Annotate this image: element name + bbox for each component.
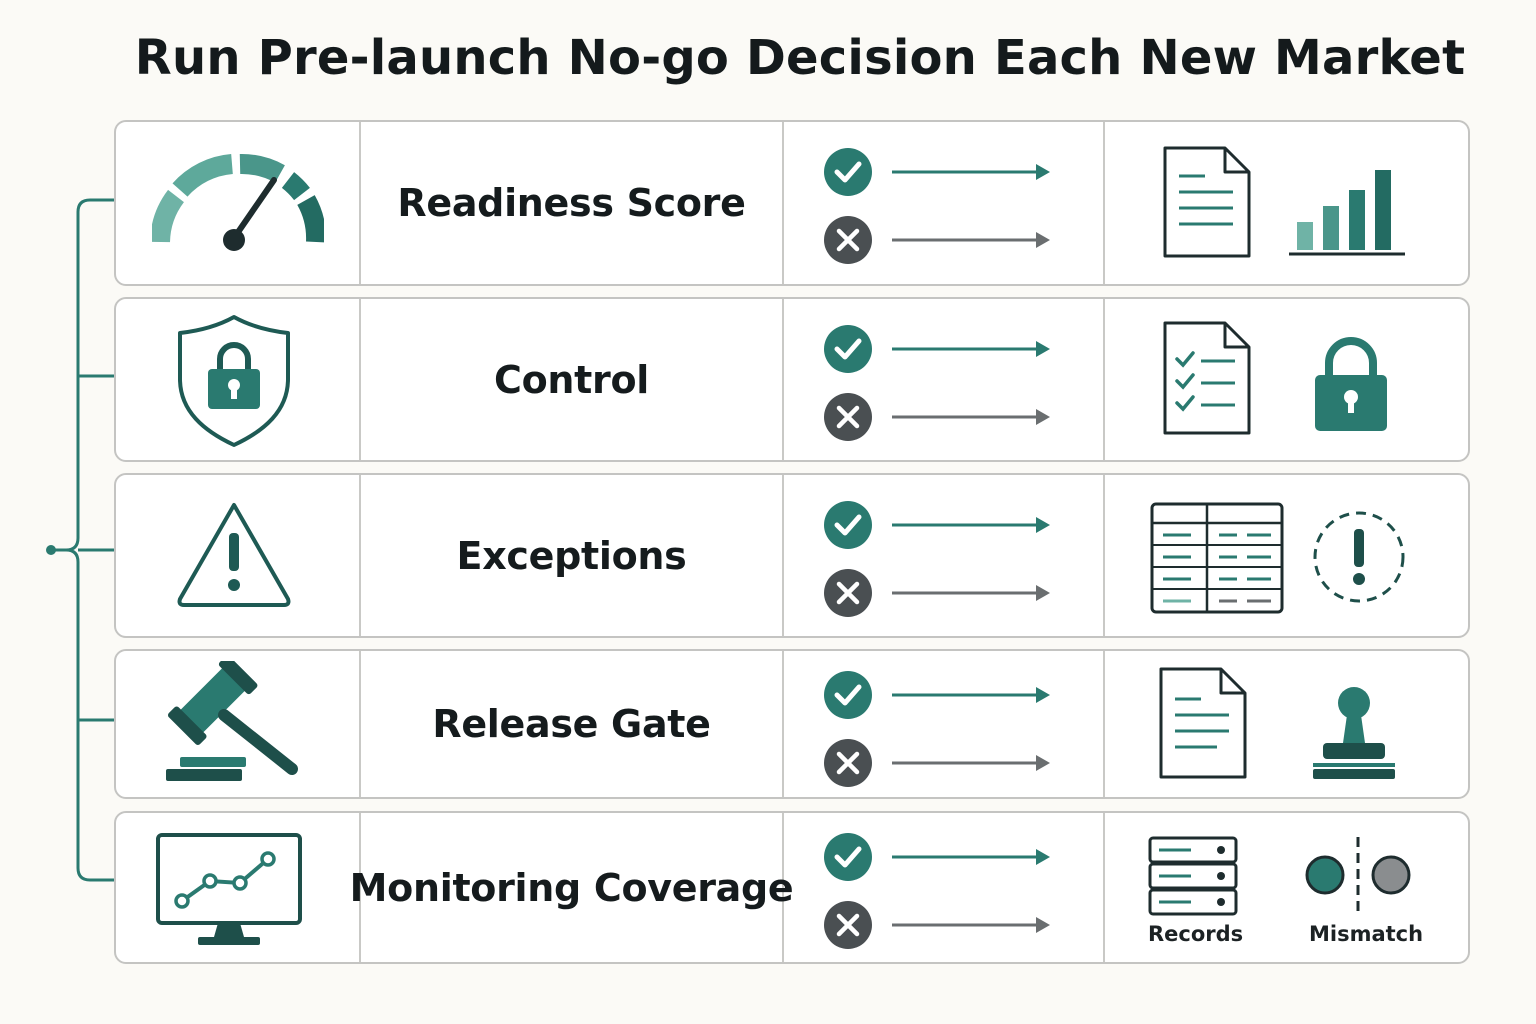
row-release-gate: Release Gate [114,649,1470,799]
decision-cell [784,475,1105,636]
row-exceptions: Exceptions [114,473,1470,638]
bracket-connector [46,198,114,882]
padlock-icon [1315,337,1387,431]
go-no-go-arrows [824,833,1050,949]
row-icon-cell [116,475,361,636]
output-cell [1105,651,1468,797]
warning-triangle-icon [177,503,291,607]
page-title: Run Pre-launch No-go Decision Each New M… [134,30,1466,86]
records-label: Records [1148,922,1244,946]
stamp-icon [1313,687,1395,779]
check-circle-icon [824,501,872,549]
table-icon [1150,502,1284,614]
monitor-chart-icon [156,833,302,945]
row-label: Monitoring Coverage [349,865,794,910]
go-no-go-arrows [824,671,1050,787]
check-circle-icon [824,148,872,196]
row-icon-cell [116,122,361,284]
row-icon-cell [116,651,361,797]
mismatch-dots-icon [1305,837,1411,913]
go-no-go-arrows [824,148,1050,264]
row-label: Control [494,357,649,402]
row-readiness-score: Readiness Score [114,120,1470,286]
x-circle-icon [824,739,872,787]
decision-cell [784,122,1105,284]
checklist-icon [1163,321,1251,435]
document-icon [1159,667,1247,779]
check-circle-icon [824,833,872,881]
output-cell [1105,299,1468,460]
go-no-go-arrows [824,325,1050,441]
row-label-cell: Monitoring Coverage [350,813,794,962]
row-icon-cell [116,813,361,962]
x-circle-icon [824,901,872,949]
server-records-icon [1148,836,1238,916]
output-cell [1105,122,1468,284]
output-cell [1105,475,1468,636]
check-circle-icon [824,671,872,719]
row-icon-cell [116,299,361,460]
x-circle-icon [824,569,872,617]
gauge-icon [152,154,324,251]
dashed-alert-icon [1313,511,1405,603]
go-no-go-arrows [824,501,1050,617]
row-label-cell: Control [361,299,784,460]
row-label-cell: Release Gate [361,651,784,797]
decision-cell [784,299,1105,460]
gavel-icon [166,661,298,781]
row-control: Control [114,297,1470,462]
decision-cell [784,813,1105,962]
row-label-cell: Readiness Score [361,122,784,284]
output-cell: Records Mismatch [1105,813,1468,962]
document-icon [1163,146,1251,258]
x-circle-icon [824,393,872,441]
row-label: Exceptions [456,533,687,578]
decision-cell [784,651,1105,797]
row-label: Release Gate [432,702,711,746]
x-circle-icon [824,216,872,264]
row-monitoring-coverage: Monitoring Coverage [114,811,1470,964]
check-circle-icon [824,325,872,373]
bar-chart-icon [1289,170,1405,256]
row-label: Readiness Score [397,181,746,225]
mismatch-label: Mismatch [1309,922,1424,946]
row-label-cell: Exceptions [361,475,784,636]
shield-lock-icon [178,315,290,447]
